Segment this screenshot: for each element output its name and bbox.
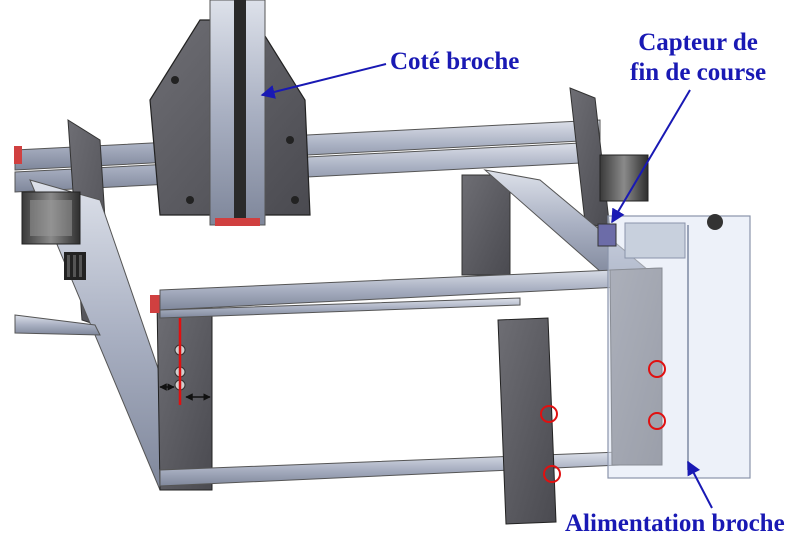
power-supply-enclosure: [607, 214, 751, 479]
highlight-circle-center-lower: [543, 465, 561, 483]
alignment-marker: [159, 318, 211, 405]
spindle-side-arrow: [260, 63, 387, 99]
back-center-leg: [461, 174, 511, 276]
right-stepper-motor: [599, 154, 649, 202]
left-stepper-motor: [21, 191, 81, 245]
spindle-carriage: [149, 0, 311, 226]
left-bearing-block: [64, 252, 86, 280]
highlight-circle-right-lower: [648, 412, 666, 430]
front-left-plate: [150, 295, 213, 491]
highlight-circle-right-upper: [648, 360, 666, 378]
front-center-plate: [497, 317, 557, 525]
label-limit-switch: Capteur de fin de course: [630, 28, 766, 88]
limit-switch-arrow: [611, 89, 691, 224]
label-limit-switch-line2: fin de course: [630, 59, 767, 86]
limit-switch: [597, 223, 617, 247]
highlight-circle-center-upper: [540, 405, 558, 423]
spindle-power-arrow: [687, 460, 713, 509]
label-spindle-power: Alimentation broche: [565, 510, 785, 537]
label-spindle-side: Coté broche: [390, 48, 520, 75]
label-limit-switch-line1: Capteur de: [638, 29, 758, 56]
front-top-rail: [159, 267, 661, 319]
highlight-circles: [540, 360, 666, 483]
